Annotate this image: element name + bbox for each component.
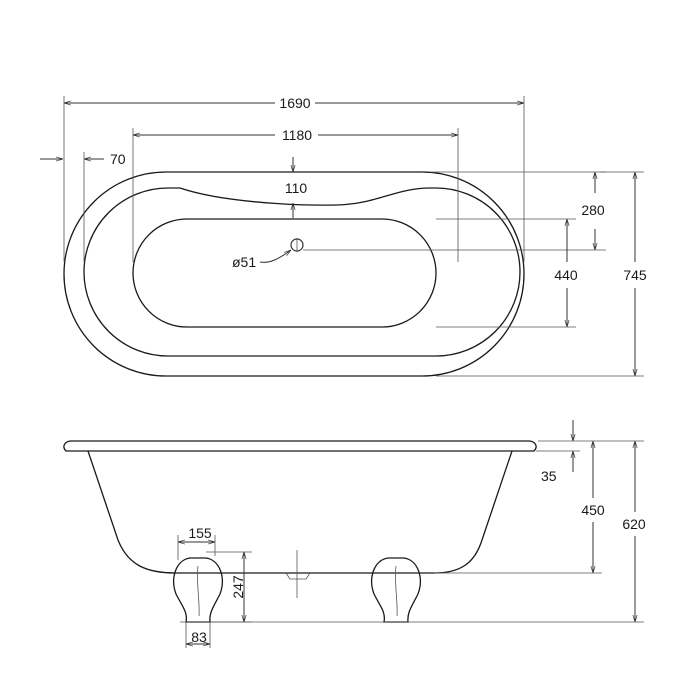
- dim-inner-length: 1180: [132, 127, 459, 262]
- dim-rim-width: 70: [40, 151, 126, 262]
- dim-foot-height: 247: [206, 551, 252, 623]
- dim-inner-width-label: 440: [554, 267, 578, 283]
- dim-rim-width-label: 70: [110, 151, 126, 167]
- dim-overall-height-label: 620: [622, 516, 646, 532]
- plan-view: 1690 1180 70 110 ø51: [40, 95, 647, 377]
- tub-outer-outline: [63, 171, 525, 377]
- tub-rim-side: [63, 440, 537, 452]
- tub-body-side: [87, 450, 513, 574]
- dim-foot-base-label: 83: [191, 629, 207, 645]
- dim-rim-to-waste: 280: [303, 171, 606, 251]
- dim-overall-height: 620: [622, 441, 646, 622]
- dim-waste-diameter-label: ø51: [232, 254, 256, 270]
- dim-rim-center-label: 110: [285, 180, 308, 196]
- dim-inner-width: 440: [436, 218, 578, 328]
- dim-overall-width: 745: [436, 171, 647, 377]
- dim-rim-thickness-label: 35: [541, 468, 557, 484]
- dim-overall-length: 1690: [63, 95, 525, 262]
- dim-foot-width: 155: [177, 525, 216, 560]
- dim-overall-width-label: 745: [623, 267, 647, 283]
- dim-foot-height-label: 247: [230, 575, 246, 599]
- dim-foot-base: 83: [185, 622, 211, 648]
- dim-waste-diameter: ø51: [232, 250, 291, 270]
- tub-rim-outline: [83, 187, 521, 357]
- dim-inner-depth: 450: [434, 441, 605, 574]
- dim-inner-length-label: 1180: [282, 127, 312, 143]
- dim-foot-width-label: 155: [188, 525, 212, 541]
- dim-rim-thickness: 35: [536, 420, 644, 484]
- dim-inner-depth-label: 450: [581, 502, 605, 518]
- dim-rim-center: 110: [285, 157, 308, 218]
- dim-rim-to-waste-label: 280: [581, 202, 605, 218]
- tub-basin-outline: [132, 218, 437, 328]
- tub-waste-side: [285, 572, 311, 580]
- dim-overall-length-label: 1690: [279, 95, 310, 111]
- side-view: 35 450 620 155 247: [63, 420, 646, 648]
